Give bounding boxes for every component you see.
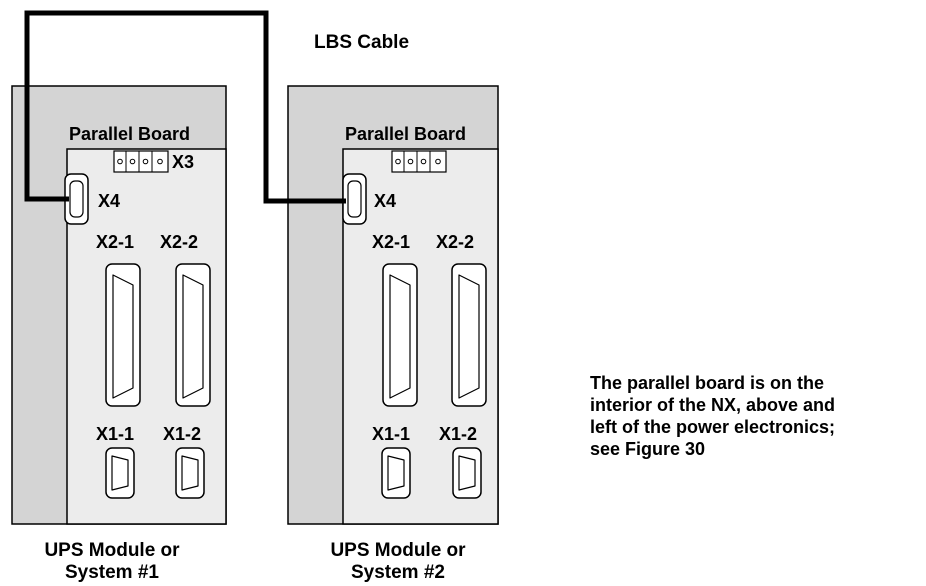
ups-2-x2-1-connector [382,263,418,407]
note-line-1: The parallel board is on the [590,373,824,393]
ups-unit-1: Parallel Board X3 X4 X2-1 X2-2 [11,85,227,583]
ups-2-header-connector [391,150,447,173]
ups-1-x3-connector [113,150,169,173]
ups-2-x2-2-connector [451,263,487,407]
ups-2-caption-line1: UPS Module or [330,540,466,561]
ups-2-x4-label: X4 [374,191,396,211]
ups-1-board-title: Parallel Board [69,124,190,144]
location-note: The parallel board is on the interior of… [590,373,835,459]
ups-unit-2: Parallel Board X4 X2-1 X2-2 [287,85,499,583]
ups-1-x1-1-label: X1-1 [96,424,134,444]
lbs-cable [24,10,346,204]
ups-2-caption-line2: System #2 [351,562,445,583]
lbs-cable-label: LBS Cable [314,32,409,53]
ups-1-x1-1-connector [105,447,135,499]
ups-1-x2-1-label: X2-1 [96,232,134,252]
ups-2-x2-2-label: X2-2 [436,232,474,252]
ups-1-x2-2-label: X2-2 [160,232,198,252]
note-line-3: left of the power electronics; [590,417,835,437]
ups-2-board-title: Parallel Board [345,124,466,144]
ups-1-x4-label: X4 [98,191,120,211]
ups-1-x1-2-connector [175,447,205,499]
ups-2-x2-1-label: X2-1 [372,232,410,252]
ups-1-x3-label: X3 [172,152,194,172]
ups-1-caption-line2: System #1 [65,562,159,583]
ups-2-x1-2-connector [452,447,482,499]
ups-1-x1-2-label: X1-2 [163,424,201,444]
ups-2-x1-2-label: X1-2 [439,424,477,444]
ups-1-x2-1-connector [105,263,141,407]
note-line-4: see Figure 30 [590,439,705,459]
ups-2-x4-connector [342,173,367,225]
ups-1-caption-line1: UPS Module or [44,540,180,561]
note-line-2: interior of the NX, above and [590,395,835,415]
ups-1-x2-2-connector [175,263,211,407]
ups-2-x1-1-connector [381,447,411,499]
ups-2-x1-1-label: X1-1 [372,424,410,444]
